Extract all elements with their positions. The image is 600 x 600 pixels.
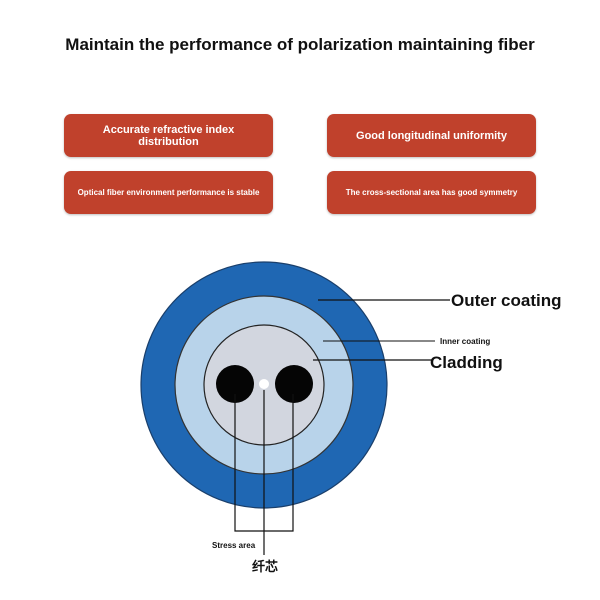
feature-cross-section-symmetry: The cross-sectional area has good symmet… (327, 171, 536, 214)
feature-label: Accurate refractive index distribution (102, 123, 235, 148)
stress-rod-right (275, 365, 313, 403)
core-label: 纤芯 (252, 559, 278, 575)
feature-label: Good longitudinal uniformity (356, 129, 507, 142)
feature-label: Optical fiber environment performance is… (77, 187, 260, 197)
feature-refractive-index: Accurate refractive index distribution (64, 114, 273, 157)
feature-environment-performance: Optical fiber environment performance is… (64, 171, 273, 214)
fiber-core (259, 379, 269, 389)
stress-area-label: Stress area (212, 541, 256, 550)
feature-longitudinal-uniformity: Good longitudinal uniformity (327, 114, 536, 157)
outer-coating-label: Outer coating (451, 291, 562, 310)
stress-rod-left (216, 365, 254, 403)
feature-label: The cross-sectional area has good symmet… (345, 188, 518, 197)
inner-coating-label: Inner coating (440, 337, 490, 346)
page-title: Maintain the performance of polarization… (65, 35, 535, 54)
cladding-label: Cladding (430, 353, 503, 372)
